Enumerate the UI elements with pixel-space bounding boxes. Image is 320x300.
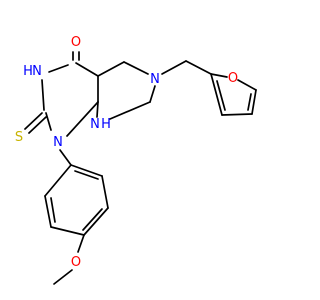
bond-ch2-c2f: [185, 60, 212, 75]
atom-labels: O N H S N N H N O O: [15, 35, 238, 270]
bond-c2f-of: [210, 73, 228, 78]
bond-c2f-c3f-inner: [216, 80, 226, 111]
bond-c5f-c4f-inner: [247, 93, 252, 111]
carbonyl-oxygen-label: O: [71, 35, 81, 50]
structure-diagram: O N H S N N H N O O: [15, 35, 257, 285]
bond-c7-n8: [109, 101, 151, 120]
bond-c4a-c5: [97, 61, 125, 77]
bond-ca3-ca4: [83, 207, 109, 236]
bond-ca5-ca6-inner: [50, 197, 56, 223]
bond-ca1-ca2: [70, 164, 103, 177]
bond-c5-n6: [123, 61, 149, 75]
bond-c2-s-b: [28, 116, 47, 134]
bond-c5f-c4f: [251, 89, 257, 115]
furan-oxygen-label: O: [228, 71, 238, 86]
bond-c8a-n1: [66, 101, 99, 137]
n1-label: N: [53, 135, 63, 150]
molecule-canvas: O N H S N N H N O O: [15, 35, 257, 285]
bond-n1-c2: [45, 112, 52, 131]
bond-n1-ca1: [59, 149, 72, 166]
methoxy-oxygen-label: O: [71, 255, 81, 270]
h8-label: H: [101, 117, 111, 132]
thione-sulfur-label: S: [15, 130, 23, 145]
bond-om-ch3: [53, 269, 73, 285]
bond-ca4-ca5: [50, 226, 85, 236]
n6-label: N: [150, 72, 160, 87]
bond-of-c5f: [237, 79, 257, 91]
bond-c2-s-a: [24, 112, 43, 130]
h3-label: H: [23, 64, 33, 79]
bond-c4f-c3f: [221, 113, 253, 116]
bond-n6-ch2: [161, 60, 187, 75]
bond-n8-c8a: [96, 101, 99, 118]
bond-ca4-om: [77, 234, 85, 253]
bond-ca2-ca3: [101, 175, 109, 209]
bond-c3f-c2f: [210, 73, 223, 116]
bond-c2-n3: [41, 79, 45, 111]
bond-c4-c4a: [75, 62, 99, 77]
bonds: [24, 51, 257, 285]
bond-ca6-ca1: [44, 164, 72, 197]
bond-ca5-ca6: [44, 195, 52, 228]
bond-ca1-ca2-inner: [74, 170, 99, 180]
bond-n3-c4: [48, 64, 69, 73]
bond-n6-c7: [149, 85, 156, 103]
n3-label: N: [32, 64, 42, 79]
bond-ca3-ca4-inner: [82, 208, 103, 231]
n8-label: N: [90, 117, 100, 132]
